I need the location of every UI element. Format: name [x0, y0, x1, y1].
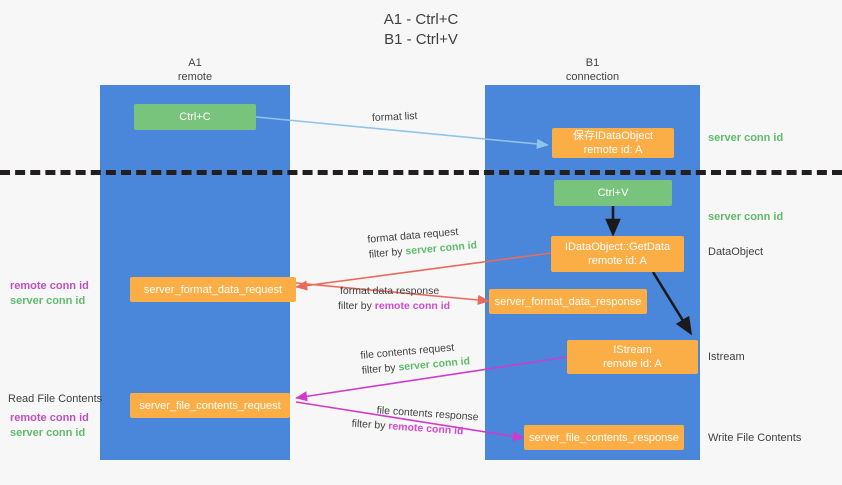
side-label-server-conn-id-mid: server conn id: [708, 211, 784, 223]
title-line-1: A1 - Ctrl+C: [383, 11, 459, 28]
node-ctrl-v[interactable]: Ctrl+V: [554, 180, 672, 206]
node-ctrl-c[interactable]: Ctrl+C: [134, 104, 256, 130]
side-label-remote-conn-id-2: remote conn id: [10, 412, 89, 424]
edge-label-format-data-request: format data request filter by server con…: [367, 223, 478, 262]
edge-label-file-contents-response: file contents response filter by remote …: [351, 402, 479, 441]
filter-by-prefix: filter by: [368, 245, 406, 261]
node-server-format-data-request-label: server_format_data_request: [143, 283, 283, 296]
filter-by-prefix: filter by: [338, 300, 375, 312]
side-label-istream: Istream: [708, 351, 745, 363]
edge-label-format-list-text: format list: [371, 110, 418, 124]
filter-by-prefix: filter by: [351, 417, 389, 433]
node-save-idataobject[interactable]: 保存IDataObject remote id: A: [552, 128, 674, 158]
node-istream-line1: IStream: [613, 344, 652, 356]
node-server-format-data-request[interactable]: server_format_data_request: [130, 277, 296, 302]
node-server-file-contents-response-label: server_file_contents_response: [529, 431, 679, 444]
node-server-file-contents-request-label: server_file_contents_request: [139, 399, 281, 412]
side-label-server-conn-id-1: server conn id: [10, 295, 86, 307]
lane-a1-name: A1: [188, 57, 202, 69]
filter-key-remote-conn-id: remote conn id: [374, 300, 451, 312]
lane-header-b1: B1 connection: [485, 56, 700, 84]
node-save-idataobject-line2: remote id: A: [583, 144, 643, 156]
edge-format-data-response-line1: format data response: [340, 285, 440, 297]
edge-format-data-response-line2: filter by remote conn id: [338, 299, 450, 314]
filter-by-prefix: filter by: [361, 361, 399, 377]
lane-b1-name: B1: [585, 57, 600, 69]
node-istream-line2: remote id: A: [603, 358, 662, 370]
side-label-server-conn-id-top: server conn id: [708, 132, 784, 144]
lane-header-a1: A1 remote: [100, 56, 290, 84]
node-getdata-line1: IDataObject::GetData: [564, 241, 671, 253]
diagram-title: A1 - Ctrl+C B1 - Ctrl+V: [0, 10, 842, 50]
side-label-server-conn-id-2: server conn id: [10, 427, 86, 439]
node-save-idataobject-line1: 保存IDataObject: [572, 130, 654, 142]
node-ctrl-c-label: Ctrl+C: [179, 111, 211, 123]
node-idataobject-getdata[interactable]: IDataObject::GetData remote id: A: [551, 236, 684, 272]
phase-separator: [0, 170, 842, 175]
side-label-dataobject: DataObject: [708, 246, 764, 258]
lane-a1-role: remote: [177, 71, 213, 83]
edge-label-format-data-response: format data response filter by remote co…: [338, 284, 450, 314]
node-server-file-contents-request[interactable]: server_file_contents_request: [130, 393, 290, 418]
node-ctrl-v-label: Ctrl+V: [597, 187, 629, 199]
side-label-write-file-contents: Write File Contents: [708, 432, 802, 444]
filter-key-remote-conn-id: remote conn id: [387, 420, 464, 438]
node-server-file-contents-response[interactable]: server_file_contents_response: [524, 425, 684, 450]
edge-label-file-contents-request: file contents request filter by server c…: [360, 339, 471, 378]
side-label-read-file-contents: Read File Contents: [8, 393, 103, 405]
lane-b1-role: connection: [565, 71, 620, 83]
node-server-format-data-response[interactable]: server_format_data_response: [489, 289, 647, 314]
node-istream[interactable]: IStream remote id: A: [567, 340, 698, 374]
node-getdata-line2: remote id: A: [588, 255, 647, 267]
side-label-remote-conn-id-1: remote conn id: [10, 280, 89, 292]
edge-label-format-list: format list: [372, 109, 418, 126]
node-server-format-data-response-label: server_format_data_response: [494, 295, 642, 308]
title-line-2: B1 - Ctrl+V: [384, 31, 458, 48]
